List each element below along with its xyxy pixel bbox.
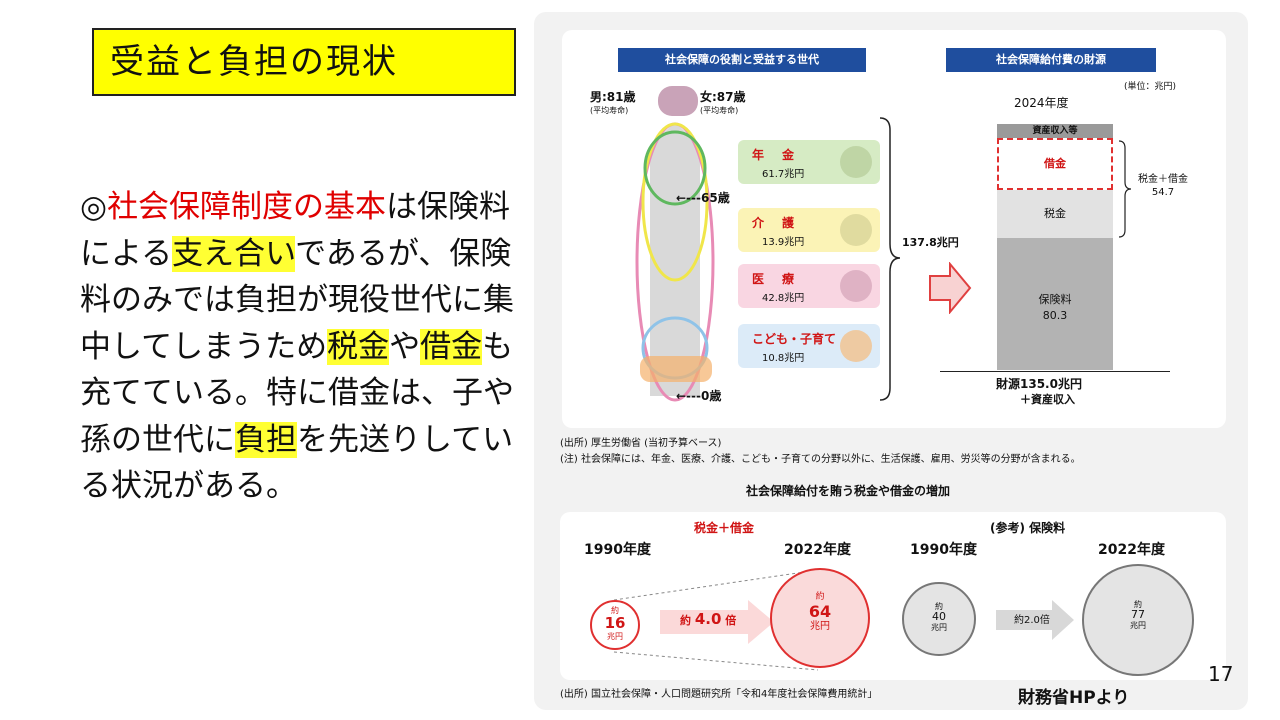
tax-mult-value: 4.0 — [694, 610, 722, 628]
bullet-mark: ◎ — [80, 189, 108, 225]
tax-mult-unit: 倍 — [725, 614, 737, 627]
category-pension-name: 年 金 — [752, 148, 798, 162]
category-medical-name: 医 療 — [752, 272, 798, 286]
category-medical: 医 療 42.8兆円 — [738, 264, 880, 308]
male-life-expectancy: 男:81歳 — [590, 90, 636, 104]
category-care: 介 護 13.9兆円 — [738, 208, 880, 252]
wheelchair-icon — [840, 214, 872, 246]
category-pension-value: 61.7兆円 — [762, 169, 805, 180]
elderly-person-icon — [840, 146, 872, 178]
credit-label: 財務省HPより — [1018, 688, 1130, 708]
tax-2022-circle: 約 64 兆円 — [770, 568, 870, 668]
bar-tax: 税金 — [997, 190, 1113, 238]
family-icon — [840, 330, 872, 362]
bottom-section-title: 社会保障給付を賄う税金や借金の増加 — [746, 484, 951, 498]
tax-2022-unit: 兆円 — [810, 621, 830, 632]
premium-section-title: (参考) 保険料 — [990, 521, 1066, 535]
premium-1990-value: 40 — [932, 610, 946, 623]
tax-borrow-brace — [1118, 140, 1132, 238]
premium-1990-unit: 兆円 — [931, 623, 947, 632]
red-phrase: 社会保障制度の基本 — [107, 189, 387, 225]
figure-source-note: (出所) 厚生労働省 (当初予算ベース) — [560, 438, 722, 449]
right-figure-header: 社会保障給付費の財源 — [946, 48, 1156, 72]
bar-baseline — [940, 371, 1170, 372]
premium-year-from: 1990年度 — [910, 542, 977, 558]
tax-1990-about: 約 — [611, 606, 619, 615]
tax-2022-value: 64 — [808, 602, 832, 621]
elderly-couple-illustration — [658, 86, 698, 116]
highlight-mutual-support: 支え合い — [172, 235, 296, 272]
male-avg-label: (平均寿命) — [590, 106, 629, 115]
total-amount: 137.8兆円 — [902, 236, 959, 249]
category-children: こども・子育て 10.8兆円 — [738, 324, 880, 368]
tax-1990-circle: 約 16 兆円 — [590, 600, 640, 650]
bar-asset-income: 資産収入等 — [997, 124, 1113, 138]
category-children-value: 10.8兆円 — [762, 353, 805, 364]
lifecycle-diagram — [635, 122, 715, 402]
premium-arrow-icon — [996, 600, 1074, 640]
premium-2022-circle: 約 77 兆円 — [1082, 564, 1194, 676]
figure-comment-note: (注) 社会保障には、年金、医療、介護、こども・子育ての分野以外に、生活保護、雇… — [560, 454, 1081, 465]
tax-year-from: 1990年度 — [584, 542, 651, 558]
tax-2022-about: 約 — [815, 592, 825, 602]
premium-2022-about: 約 — [1134, 600, 1142, 609]
category-pension: 年 金 61.7兆円 — [738, 140, 880, 184]
bar-premium-value: 80.3 — [1042, 309, 1068, 322]
tax-mult-about: 約 — [680, 614, 691, 627]
category-medical-value: 42.8兆円 — [762, 293, 805, 304]
bar-borrowing: 借金 — [997, 138, 1113, 190]
fiscal-year-label: 2024年度 — [1014, 96, 1069, 110]
tax-multiplier: 約 4.0 倍 — [680, 612, 736, 628]
bar-premium-label: 保険料 — [1038, 293, 1072, 306]
premium-multiplier: 約2.0倍 — [1014, 615, 1050, 626]
tax-1990-value: 16 — [604, 614, 626, 632]
bottom-source-note: (出所) 国立社会保障・人口問題研究所「令和4年度社会保障費用統計」 — [560, 689, 878, 700]
right-arrow-icon — [929, 262, 972, 314]
left-figure-header: 社会保障の役割と受益する世代 — [618, 48, 866, 72]
age-65-text: 65歳 — [701, 191, 730, 205]
tax-1990-unit: 兆円 — [607, 632, 623, 641]
tax-borrow-total: 税金＋借金 54.7 — [1138, 173, 1188, 199]
female-avg-label: (平均寿命) — [700, 106, 739, 115]
funding-total: 財源135.0兆円 — [996, 377, 1082, 391]
body-text-1: は保険料による — [80, 189, 511, 272]
body-text-2: であるが、保険料のみでは負担が現役世代に集中してしまうため — [80, 235, 514, 365]
category-children-name: こども・子育て — [752, 332, 837, 346]
slide-title: 受益と負担の現状 — [92, 28, 516, 96]
premium-1990-circle: 約 40 兆円 — [902, 582, 976, 656]
children-illustration — [640, 356, 712, 382]
page-number: 17 — [1208, 662, 1234, 686]
highlight-burden: 負担 — [235, 421, 297, 458]
premium-2022-value: 77 — [1131, 608, 1145, 621]
unit-label: (単位：兆円) — [1124, 82, 1177, 92]
doctor-icon — [840, 270, 872, 302]
body-text-3: や — [389, 328, 421, 365]
tax-borrow-value: 54.7 — [1151, 187, 1175, 198]
tax-borrow-label: 税金＋借金 — [1138, 174, 1188, 185]
age-65-label: ←---65歳 — [676, 191, 730, 205]
highlight-tax: 税金 — [327, 328, 390, 365]
body-text-4: も充てている。特に借金は、子や孫の世代に — [80, 328, 514, 458]
tax-year-to: 2022年度 — [784, 542, 851, 558]
body-text-5: を先送りしている状況がある。 — [80, 421, 514, 505]
body-paragraph: ◎社会保障制度の基本は保険料による支え合いであるが、保険料のみでは負担が現役世代… — [80, 184, 530, 510]
premium-2022-unit: 兆円 — [1130, 621, 1146, 630]
tax-growth-graphic — [613, 569, 819, 671]
female-life-expectancy: 女:87歳 — [700, 90, 746, 104]
category-care-value: 13.9兆円 — [762, 237, 805, 248]
funding-total-sub: ＋資産収入 — [1020, 393, 1075, 406]
highlight-debt: 借金 — [420, 328, 483, 365]
premium-year-to: 2022年度 — [1098, 542, 1165, 558]
total-brace — [879, 117, 901, 401]
age-0-text: 0歳 — [701, 389, 722, 403]
tax-section-title: 税金＋借金 — [694, 521, 755, 535]
age-0-label: ←---0歳 — [676, 389, 722, 403]
category-care-name: 介 護 — [752, 216, 798, 230]
bar-premium: 保険料 80.3 — [997, 238, 1113, 370]
premium-1990-about: 約 — [935, 602, 943, 611]
